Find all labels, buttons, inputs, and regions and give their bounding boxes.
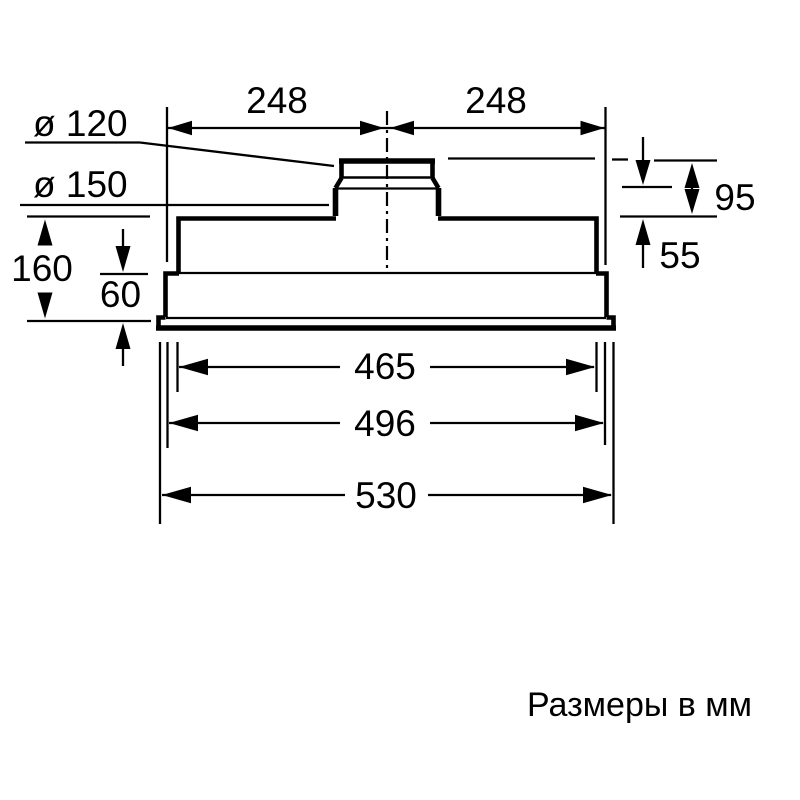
body-top-left-edge bbox=[176, 216, 336, 273]
dimension-collar-heights: 95 55 bbox=[448, 137, 756, 276]
hood-outline bbox=[156, 216, 616, 331]
diameter-callouts: ø 120 ø 150 bbox=[20, 103, 335, 207]
arrowhead-down bbox=[684, 189, 700, 214]
arrowhead-left bbox=[169, 414, 198, 432]
arrowhead bbox=[580, 120, 605, 136]
dim-label-530: 530 bbox=[355, 475, 417, 516]
units-note: Размеры в мм bbox=[527, 686, 752, 724]
arrowhead-down bbox=[37, 292, 53, 319]
dimension-height-60: 60 bbox=[100, 229, 148, 366]
arrowhead-up bbox=[115, 323, 131, 349]
arrowhead-right bbox=[575, 414, 604, 432]
arrowhead-up bbox=[635, 219, 651, 245]
duct-collar bbox=[332, 158, 442, 216]
dim-label-diameter-120: ø 120 bbox=[33, 103, 128, 144]
dim-label-diameter-150: ø 150 bbox=[33, 164, 128, 205]
arrowhead-right bbox=[566, 358, 595, 376]
dim-label-496: 496 bbox=[354, 403, 416, 444]
collar-flare-right bbox=[430, 176, 441, 190]
dim-label-160: 160 bbox=[11, 248, 73, 289]
dim-label-95: 95 bbox=[714, 177, 755, 218]
arrowhead-up bbox=[684, 163, 700, 188]
dimension-top-widths: 248 248 bbox=[165, 80, 607, 265]
arrowhead-left bbox=[179, 358, 208, 376]
dim-label-248-left: 248 bbox=[246, 80, 308, 121]
dimension-bottom-widths: 465 496 530 bbox=[158, 342, 615, 524]
arrowhead-down bbox=[635, 160, 651, 185]
dim-label-55: 55 bbox=[659, 235, 700, 276]
arrowhead-right bbox=[583, 486, 612, 504]
collar-flare-left bbox=[333, 176, 344, 190]
dim-label-465: 465 bbox=[354, 346, 416, 387]
arrowhead bbox=[390, 120, 414, 136]
dim-label-248-right: 248 bbox=[465, 80, 527, 121]
arrowhead bbox=[360, 120, 384, 136]
arrowhead-up bbox=[37, 219, 53, 246]
leader-line-120 bbox=[139, 141, 335, 168]
flange-right-edge bbox=[606, 315, 616, 326]
body-step-left bbox=[163, 271, 179, 317]
body-top-right-edge bbox=[438, 216, 599, 273]
arrowhead-left bbox=[162, 486, 191, 504]
flange-left-edge bbox=[156, 315, 166, 326]
body-step-right bbox=[596, 271, 609, 317]
arrowhead bbox=[168, 120, 192, 136]
dim-label-60: 60 bbox=[100, 274, 141, 315]
arrowhead-down bbox=[115, 246, 131, 272]
dimension-height-160: 160 bbox=[11, 215, 151, 323]
